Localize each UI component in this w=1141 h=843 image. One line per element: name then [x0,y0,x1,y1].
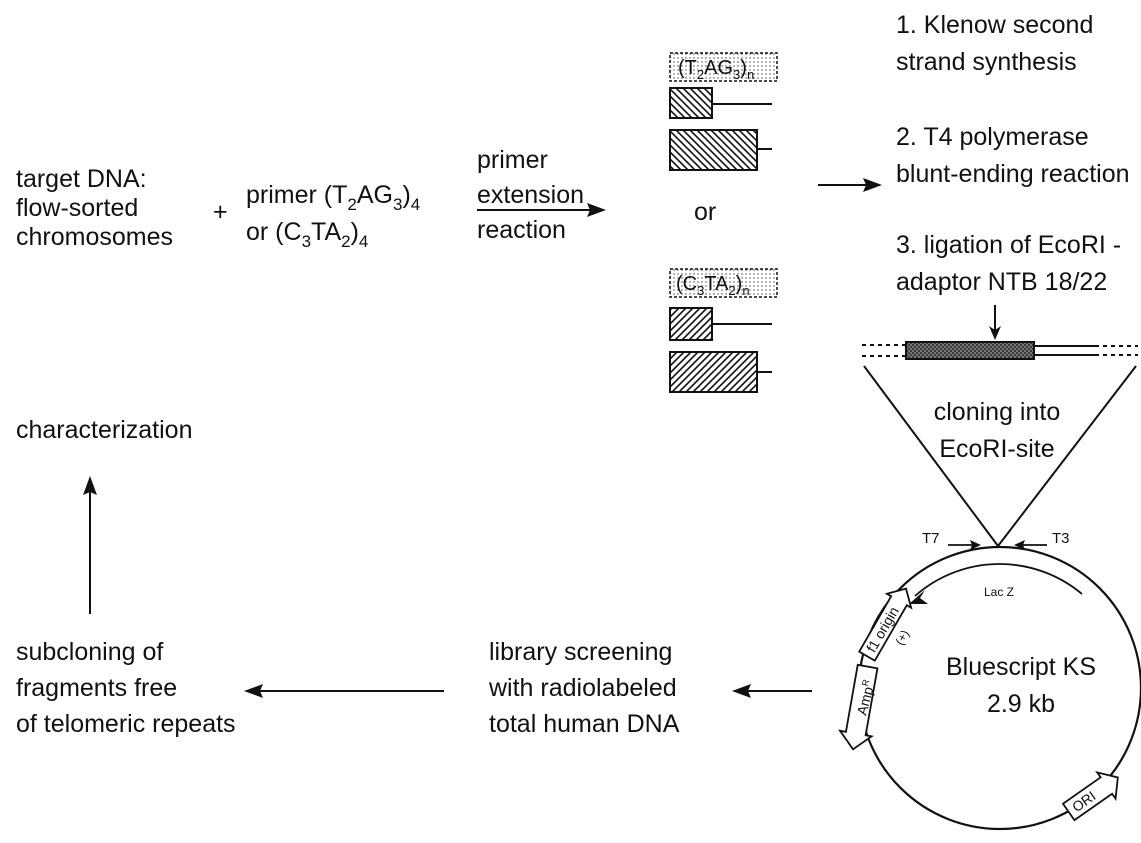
target-dna-line2: flow-sorted [16,194,138,222]
extension-label: primer extension reaction [477,146,584,244]
hatched-long-bottom [669,351,758,393]
extension-line1: primer [477,146,548,174]
primer-line2: or (C3TA2)4 [246,218,368,251]
step1-line1: 1. Klenow second [896,11,1093,39]
arrow-to-steps [818,178,882,192]
screening-line3: total human DNA [489,710,680,738]
processing-steps: 1. Klenow second strand synthesis 2. T4 … [896,11,1130,296]
arrow-to-characterization [83,476,97,614]
subcloning-line2: fragments free [16,674,177,702]
lacz-arc [914,563,1083,597]
hatched-short-top [669,87,713,119]
step2-line2: blunt-ending reaction [896,160,1130,188]
plasmid-name-line2: 2.9 kb [987,690,1055,718]
repeat-top-label: (T2AG3)n [678,57,754,82]
plus-strand-label: (+) [892,628,912,648]
bluescript-plasmid: Lac Z f1 origin (+) AmpR ORI Bluescript … [838,545,1141,831]
ampr-feature [838,663,879,751]
f1-origin-feature: f1 origin [857,587,913,662]
repeat-box-top [669,52,778,82]
ampr-label: AmpR [852,678,878,717]
step3-line1: 3. ligation of EcoRI - [896,231,1121,259]
plasmid-name-line1: Bluescript KS [946,653,1096,681]
subcloning-line1: subcloning of [16,638,163,666]
repeat-box-bottom [669,268,778,298]
t7-label: T7 [922,530,940,547]
sequencing-primers: T7 T3 [922,530,1070,550]
target-dna-line3: chromosomes [16,223,173,251]
cloning-line1: cloning into [934,398,1060,426]
cloning-line2: EcoRI-site [939,435,1054,463]
arrow-extension [477,203,606,217]
subcloning-line3: of telomeric repeats [16,710,236,738]
lacz-arrowhead [909,590,928,604]
insert-fragment [862,341,1138,360]
subcloning-label: subcloning of fragments free of telomeri… [16,638,236,738]
cloning-funnel: cloning into EcoRI-site [863,365,1137,547]
repeat-bottom-label: (C3TA2)n [676,273,750,298]
target-dna-line1: target DNA: [16,165,147,193]
screening-label: library screening with radiolabeled tota… [488,638,680,738]
plus-sign: + [213,198,228,226]
adaptor-block [905,341,1035,360]
step2-line1: 2. T4 polymerase [896,123,1089,151]
arrow-to-adaptor [989,305,1001,340]
arrow-to-screening [732,684,812,698]
screening-line1: library screening [489,638,672,666]
ori-feature: ORI [1061,770,1119,822]
arrow-to-subcloning [244,684,444,698]
screening-line2: with radiolabeled [488,674,677,702]
target-dna-label: target DNA: flow-sorted chromosomes [16,165,173,251]
step1-line2: strand synthesis [896,48,1077,76]
hatched-long-top [669,129,758,171]
primer-line1: primer (T2AG3)4 [246,181,420,214]
extension-line3: reaction [477,216,566,244]
extension-line2: extension [477,181,584,209]
t3-label: T3 [1052,530,1070,547]
step3-line2: adaptor NTB 18/22 [896,268,1107,296]
product-set-bottom: (C3TA2)n [669,268,778,393]
primer-label: primer (T2AG3)4 or (C3TA2)4 [246,181,420,251]
hatched-short-bottom [669,307,713,341]
or-label: or [694,198,716,226]
lacz-label: Lac Z [984,585,1014,599]
characterization-label: characterization [16,416,192,444]
product-set-top: (T2AG3)n [669,52,778,171]
